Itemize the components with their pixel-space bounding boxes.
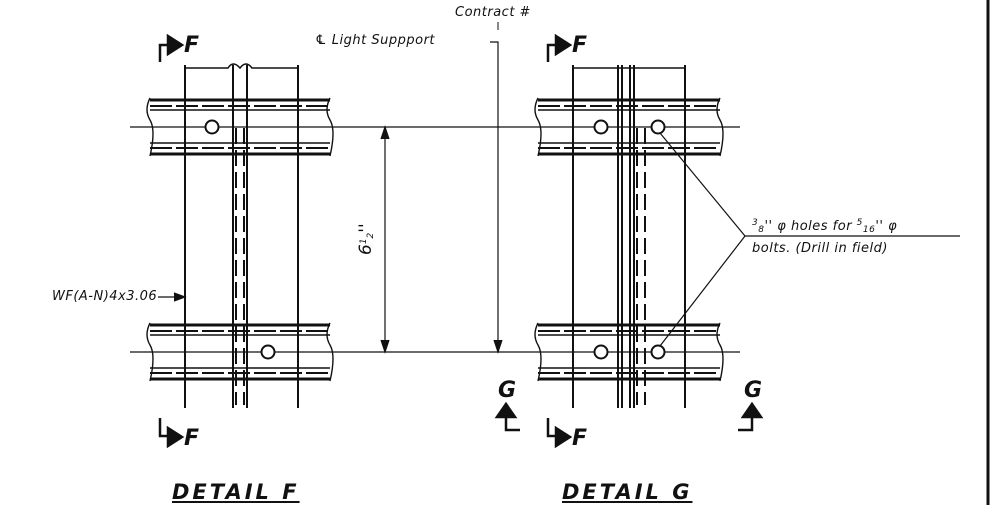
section-f-label-bottom-left: F: [184, 426, 200, 451]
section-marker-f2-top: [546, 33, 573, 62]
bolt-hole-f-lower: [260, 344, 276, 360]
holes-note-line1: 38'' φ holes for 516'' φ: [752, 218, 898, 235]
member-label: WF(A-N)4x3.06: [52, 289, 158, 304]
section-marker-f2-bottom: [546, 418, 573, 449]
dimension-line: [380, 125, 390, 354]
section-marker-f-top: [158, 33, 185, 62]
light-support-label: ℄ Light Suppport: [315, 33, 436, 48]
detail-f-assembly: [146, 63, 334, 408]
detail-g-assembly: [534, 65, 724, 408]
dimension-label: 612'': [356, 223, 376, 255]
contract-label: Contract #: [455, 5, 531, 20]
holes-note-line2: bolts. (Drill in field): [752, 241, 888, 256]
section-marker-g-left: [494, 401, 520, 432]
bolt-hole-g-upper-right: [650, 119, 666, 135]
detail-g-title: DETAIL G: [562, 480, 693, 504]
bolt-hole-f-upper: [204, 119, 220, 135]
section-g-label-right: G: [744, 378, 763, 403]
bolt-hole-g-lower-right: [650, 344, 666, 360]
holes-note-leaders: [659, 132, 960, 347]
bolt-hole-g-lower-left: [593, 344, 609, 360]
member-leader: [158, 292, 187, 302]
section-marker-f-bottom: [158, 418, 185, 449]
section-g-label-left: G: [498, 378, 517, 403]
light-support-leader: [490, 22, 503, 354]
section-f-label-bottom-right: F: [572, 426, 588, 451]
section-f-label-top-left: F: [184, 33, 200, 58]
section-f-label-top-right: F: [572, 33, 588, 58]
section-marker-g-right: [738, 401, 764, 432]
bolt-hole-g-upper-left: [593, 119, 609, 135]
detail-f-title: DETAIL F: [172, 480, 300, 504]
